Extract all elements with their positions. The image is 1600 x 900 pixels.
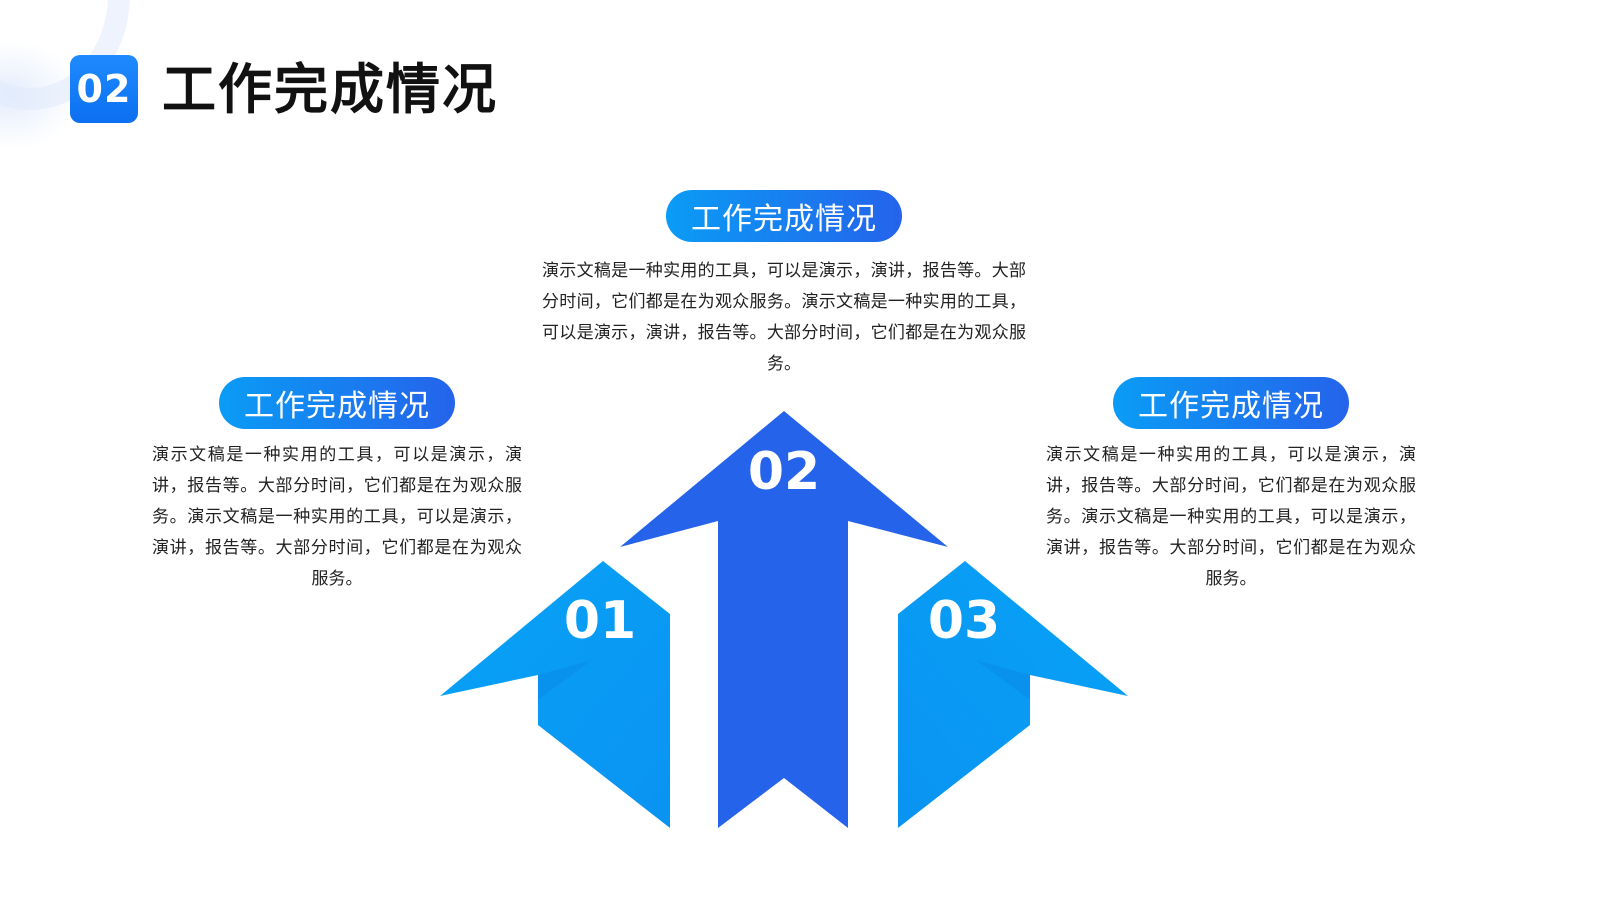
page-title: 工作完成情况 bbox=[162, 58, 498, 121]
item-03-description: 演示文稿是一种实用的工具，可以是演示，演讲，报告等。大部分时间，它们都是在为观众… bbox=[1046, 445, 1416, 589]
arrow-01-number: 01 bbox=[564, 591, 636, 651]
arrow-01 bbox=[440, 561, 670, 828]
item-02-description: 演示文稿是一种实用的工具，可以是演示，演讲，报告等。大部分时间，它们都是在为观众… bbox=[542, 261, 1026, 374]
item-01-description: 演示文稿是一种实用的工具，可以是演示，演讲，报告等。大部分时间，它们都是在为观众… bbox=[152, 445, 522, 589]
section-number-badge: 02 bbox=[70, 55, 138, 123]
item-02-label-pill: 工作完成情况 bbox=[666, 190, 902, 242]
arrow-02 bbox=[620, 411, 948, 828]
arrow-03 bbox=[898, 561, 1128, 828]
item-03-label-pill: 工作完成情况 bbox=[1113, 377, 1349, 429]
item-01-label-pill: 工作完成情况 bbox=[219, 377, 455, 429]
arrow-02-number: 02 bbox=[748, 442, 820, 502]
arrow-03-number: 03 bbox=[928, 591, 1000, 651]
